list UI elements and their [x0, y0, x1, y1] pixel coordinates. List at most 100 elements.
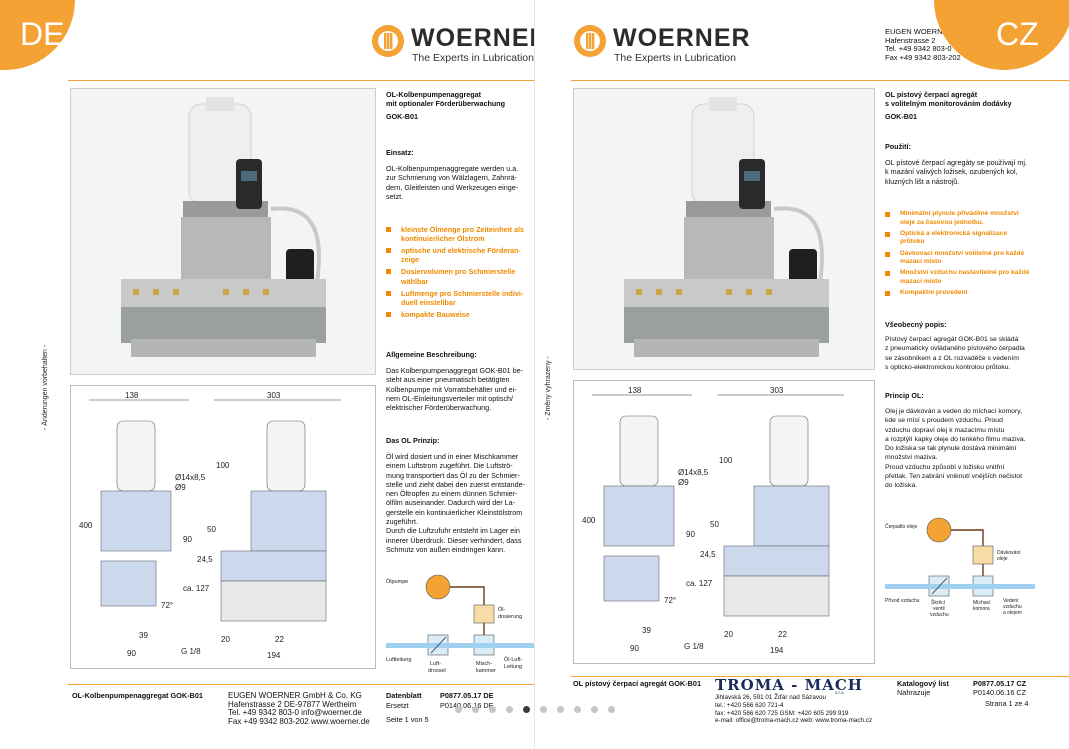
pump-unit-photo [573, 88, 875, 370]
svg-text:dosierung: dosierung [498, 614, 522, 620]
technical-drawing: 138 303 100 Ø14x8,5 Ø9 400 90 24,5 50 ca… [573, 380, 875, 664]
technical-drawing: 138 303 100 Ø14x8,5 Ø9 400 90 24,5 50 ca… [70, 385, 376, 669]
dim-24-5: 24,5 [197, 555, 213, 564]
prinzip-text: Öl wird dosiert und in einer Mischkammer… [386, 452, 526, 554]
woerner-gear-icon [574, 25, 606, 57]
dim-90v: 90 [183, 535, 192, 544]
pouziti-text: OL pístové čerpací agregáty se používají… [885, 158, 1027, 186]
svg-text:G 1/8: G 1/8 [684, 642, 704, 651]
svg-text:22: 22 [778, 630, 787, 639]
svg-text:oleje: oleje [997, 556, 1008, 562]
svg-text:Míchací: Míchací [973, 600, 991, 606]
brand-name: WOERNER [613, 24, 751, 52]
pagination-dot[interactable] [557, 706, 564, 713]
pagination-dot[interactable] [540, 706, 547, 713]
svg-text:39: 39 [642, 626, 651, 635]
brand-tagline: The Experts in Lubrication [614, 52, 736, 64]
footer-product: OL-Kolbenpumpenaggregat GOK-B01 [72, 691, 203, 700]
page-de: DE WOERNER The Experts in Lubrication [0, 0, 534, 749]
pump-unit-photo [70, 88, 376, 375]
lang-label: DE [20, 16, 65, 52]
dim-303: 303 [267, 391, 281, 400]
pagination-dot[interactable] [472, 706, 479, 713]
list-item: Kompaktní provedení [885, 289, 1065, 298]
einsatz-text: OL-Kolbenpumpenaggregate werden u.a. zur… [386, 164, 519, 201]
dim-138: 138 [125, 391, 139, 400]
svg-text:138: 138 [628, 386, 642, 395]
footer-sheet-value: P0877.05.17 CZ [973, 679, 1027, 688]
footer-page: Strana 1 ze 4 [985, 699, 1029, 708]
svg-text:400: 400 [582, 516, 596, 525]
dim-400: 400 [79, 521, 93, 530]
pagination-dot[interactable] [523, 706, 530, 713]
svg-text:Dávkování: Dávkování [997, 550, 1021, 556]
troma-mach-suffix: s.r.o. [835, 690, 845, 695]
svg-text:90: 90 [686, 530, 695, 539]
list-item: optische und elektrische Förderan-zeige [386, 246, 534, 265]
svg-text:194: 194 [770, 646, 784, 655]
pagination-dot[interactable] [489, 706, 496, 713]
footer-company: Jihlavská 26, 591 01 Žďár nad Sázavou te… [715, 694, 873, 725]
pagination-dot[interactable] [455, 706, 462, 713]
svg-text:vzduchu: vzduchu [930, 612, 949, 618]
pagination-dot[interactable] [591, 706, 598, 713]
footer-sheet-value: P0877.05.17 DE [440, 691, 494, 700]
ol-schematic-de: Ölpumpe Öl- dosierung Luftleitung Luft- … [386, 565, 534, 685]
dim-thread: G 1/8 [181, 647, 201, 656]
spread-divider [534, 0, 535, 749]
page-cz: WOERNER The Experts in Lubrication EUGEN… [535, 0, 1069, 749]
header-rule [68, 80, 534, 81]
footer-product: OL pístový čerpací agregát GOK-B01 [573, 679, 702, 688]
side-note-de: - Änderungen vorbehalten - [42, 344, 49, 430]
svg-text:24,5: 24,5 [700, 550, 716, 559]
svg-text:90: 90 [630, 644, 639, 653]
pagination-dot[interactable] [608, 706, 615, 713]
svg-text:303: 303 [770, 386, 784, 395]
svg-text:vzduchu: vzduchu [1003, 604, 1022, 610]
allg-text: Das Kolbenpumpenaggregat GOK-B01 be- ste… [386, 366, 524, 413]
svg-text:Vedení: Vedení [1003, 598, 1019, 604]
allg-heading: Allgemeine Beschreibung: [386, 350, 477, 359]
model-code: GOK-B01 [885, 112, 917, 121]
svg-text:Luft-: Luft- [430, 661, 441, 667]
svg-text:Öl-Luft-: Öl-Luft- [504, 656, 523, 663]
dim-bore2: Ø9 [175, 483, 186, 492]
svg-text:a olejem: a olejem [1003, 610, 1022, 616]
schem-pump: Čerpadlo oleje [885, 523, 917, 530]
brand-tagline: The Experts in Lubrication [412, 52, 534, 64]
svg-text:ca. 127: ca. 127 [686, 579, 713, 588]
lang-badge-de: DE [0, 0, 75, 70]
dim-ca127: ca. 127 [183, 584, 210, 593]
footer-replaces-label: Ersetzt [386, 701, 409, 710]
schem-air: Luftleitung [386, 657, 411, 663]
prinzip-heading: Das OL Prinzip: [386, 436, 440, 445]
footer-replaces-value: P0140.06.16 CZ [973, 688, 1027, 697]
footer-rule [571, 676, 1069, 677]
vseob-heading: Všeobecný popis: [885, 320, 947, 329]
troma-mach-logo: TROMA - MACH [715, 676, 863, 694]
dim-90h: 90 [127, 649, 136, 658]
svg-text:50: 50 [710, 520, 719, 529]
svg-text:drossel: drossel [428, 668, 446, 674]
list-item: Luftmenge pro Schmierstelle indivi-duell… [386, 289, 534, 308]
side-note-cz: - Změny vyhrazeny - [545, 356, 552, 420]
product-title: OL-Kolbenpumpenaggregat mit optionaler F… [386, 90, 506, 109]
product-title: OL pístový čerpací agregát s volitelným … [885, 90, 1012, 109]
princip-text: Olej je dávkován a veden do míchací komo… [885, 408, 1026, 490]
pagination-dot[interactable] [506, 706, 513, 713]
dim-angle: 72° [161, 601, 173, 610]
dim-39: 39 [139, 631, 148, 640]
ol-schematic-cz: Čerpadlo oleje Dávkování oleje Přívod vz… [885, 512, 1035, 624]
footer-company: EUGEN WOERNER GmbH & Co. KG Hafenstrasse… [228, 691, 370, 726]
dim-100: 100 [216, 461, 230, 470]
dim-bore1: Ø14x8,5 [175, 473, 206, 482]
svg-text:Škrtící: Škrtící [931, 599, 946, 606]
pagination-dot[interactable] [574, 706, 581, 713]
